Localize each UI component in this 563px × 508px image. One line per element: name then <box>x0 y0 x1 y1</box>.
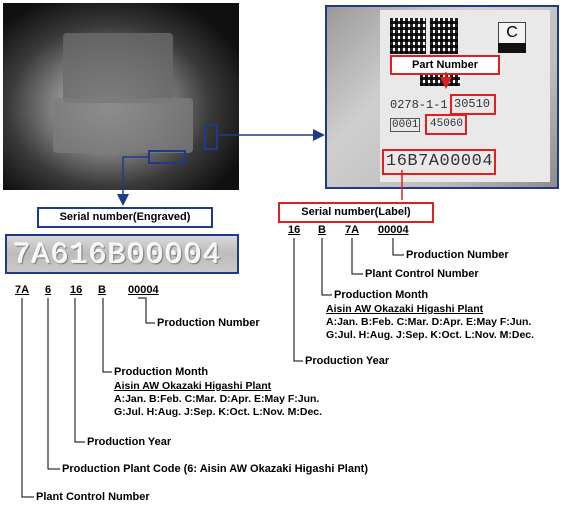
leader-line <box>102 298 112 373</box>
label-photo: C 0278-1-1 30510 0001 45060 16B7A00004 P… <box>325 5 559 189</box>
serial-label-highlight <box>382 149 496 175</box>
qr-code-icon <box>430 18 458 54</box>
label-code-year: 16 <box>288 224 301 236</box>
leader-line <box>74 298 85 443</box>
label-code-number: 00004 <box>378 224 409 236</box>
label-code-plant-control: 7A <box>345 224 360 236</box>
label-black-tab <box>498 43 526 53</box>
engraved-plant-control: Plant Control Number <box>36 491 150 503</box>
engraved-code-plant-control: 7A <box>15 284 30 296</box>
label-plant-control: Plant Control Number <box>365 268 479 280</box>
engraved-months-line2: G:Jul. H:Aug. J:Sep. K:Oct. L:Nov. M:Dec… <box>114 406 323 418</box>
label-code-month: B <box>318 224 326 236</box>
casing-shape <box>63 33 173 103</box>
leader-line <box>21 298 34 498</box>
engraved-serial-photo: 7A616B00004 <box>5 234 239 274</box>
casing-shape <box>53 98 193 153</box>
part-number-highlight <box>425 114 467 135</box>
part-number-highlight <box>450 94 496 115</box>
label-production-year: Production Year <box>305 355 390 367</box>
label-serial-text: 16B7A00004 <box>386 152 494 171</box>
label-months-line2: G:Jul. H:Aug. J:Sep. K:Oct. L:Nov. M:Dec… <box>326 329 535 341</box>
engraved-production-number: Production Number <box>157 317 260 329</box>
leader-line <box>47 298 60 470</box>
label-sticker: C 0278-1-1 30510 0001 45060 16B7A00004 <box>380 10 550 182</box>
leader-line <box>351 238 363 275</box>
leader-line <box>138 297 155 324</box>
label-production-month: Production Month <box>334 289 429 301</box>
leader-line <box>293 238 303 362</box>
label-plant-name: Aisin AW Okazaki Higashi Plant <box>326 303 484 315</box>
label-production-number: Production Number <box>406 249 509 261</box>
label-line2-left: 0001 <box>390 118 421 132</box>
leader-line <box>321 238 332 296</box>
qr-code-icon <box>390 18 426 54</box>
engraved-code-plant: 6 <box>45 284 52 296</box>
serial-engraved-title: Serial number(Engraved) <box>37 207 213 228</box>
part-number-title: Part Number <box>390 55 500 75</box>
engraved-months-line1: A:Jan. B:Feb. C:Mar. D:Apr. E:May F:Jun. <box>114 393 320 405</box>
label-line2-right: 45060 <box>430 118 464 130</box>
label-line1-left: 0278-1-1 <box>390 98 448 112</box>
engraved-plant-code: Production Plant Code (6: Aisin AW Okaza… <box>62 463 369 475</box>
label-line1-right: 30510 <box>454 97 491 111</box>
engraved-production-month: Production Month <box>114 366 209 378</box>
engraved-location-box <box>148 150 186 164</box>
transmission-photo <box>3 3 239 190</box>
engraved-code-month: B <box>98 284 106 296</box>
engraved-code-number: 00004 <box>128 284 159 296</box>
label-months-line1: A:Jan. B:Feb. C:Mar. D:Apr. E:May F:Jun. <box>326 316 532 328</box>
leader-line <box>392 238 404 256</box>
engraved-plant-name: Aisin AW Okazaki Higashi Plant <box>114 380 272 392</box>
serial-label-title: Serial number(Label) <box>278 202 434 223</box>
engraved-production-year: Production Year <box>87 436 172 448</box>
engraved-code-year: 16 <box>70 284 83 296</box>
label-location-box <box>204 124 218 150</box>
blue-connector <box>117 156 148 206</box>
